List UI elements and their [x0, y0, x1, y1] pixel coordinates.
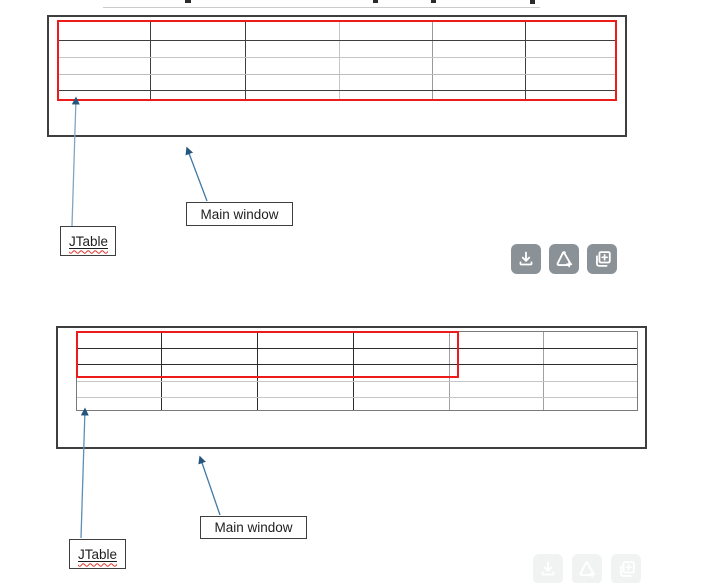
grid-row-line: [59, 90, 615, 91]
add-collection-icon: [596, 251, 611, 267]
main-window-label-text: Main window: [214, 520, 293, 535]
jtable-label-text: JTable: [78, 546, 118, 562]
grid-column-line: [449, 332, 450, 410]
jtable-label-1: JTable: [60, 226, 116, 256]
cropped-content-rule: [103, 7, 540, 8]
grid-column-line: [339, 22, 340, 99]
add-design-button[interactable]: [549, 244, 579, 274]
arrow-to-main-window-1: [185, 146, 208, 202]
grid-column-line: [245, 22, 246, 99]
arrow-to-main-window-2: [198, 455, 221, 516]
grid-column-line: [525, 22, 526, 99]
grid-column-line: [432, 22, 433, 99]
cropped-text-artifact: [373, 0, 378, 3]
add-collection-button-ghost[interactable]: [611, 554, 641, 583]
add-design-icon: [579, 561, 596, 578]
grid-column-line: [161, 332, 162, 410]
main-window-label-2: Main window: [200, 516, 307, 539]
cropped-text-artifact: [530, 0, 535, 4]
jtable-grid-1: [57, 20, 617, 101]
grid-column-line: [543, 332, 544, 410]
grid-row-line: [77, 381, 637, 382]
add-collection-icon: [620, 561, 635, 577]
grid-row-line: [77, 348, 637, 349]
grid-column-line: [353, 332, 354, 410]
cropped-text-artifact: [431, 0, 436, 3]
grid-row-line: [59, 40, 615, 41]
add-design-icon: [556, 251, 573, 268]
cropped-text-artifact: [185, 0, 191, 3]
grid-column-line: [150, 22, 151, 99]
add-collection-button[interactable]: [587, 244, 617, 274]
add-design-button-ghost[interactable]: [572, 554, 602, 583]
grid-row-line: [59, 74, 615, 75]
main-window-frame-2: [56, 326, 647, 449]
download-button-ghost[interactable]: [533, 554, 563, 583]
grid-column-line: [257, 332, 258, 410]
jtable-label-2: JTable: [69, 539, 126, 569]
download-icon: [541, 561, 555, 576]
download-icon: [519, 251, 533, 266]
download-button[interactable]: [511, 244, 541, 274]
jtable-label-text: JTable: [69, 233, 109, 249]
main-window-label-text: Main window: [200, 206, 279, 222]
main-window-frame-1: [47, 15, 627, 137]
grid-row-line: [77, 397, 637, 398]
grid-row-line: [59, 57, 615, 58]
highlight-rect-2: [76, 331, 459, 378]
main-window-label-1: Main window: [186, 202, 293, 226]
grid-row-line: [77, 364, 637, 365]
